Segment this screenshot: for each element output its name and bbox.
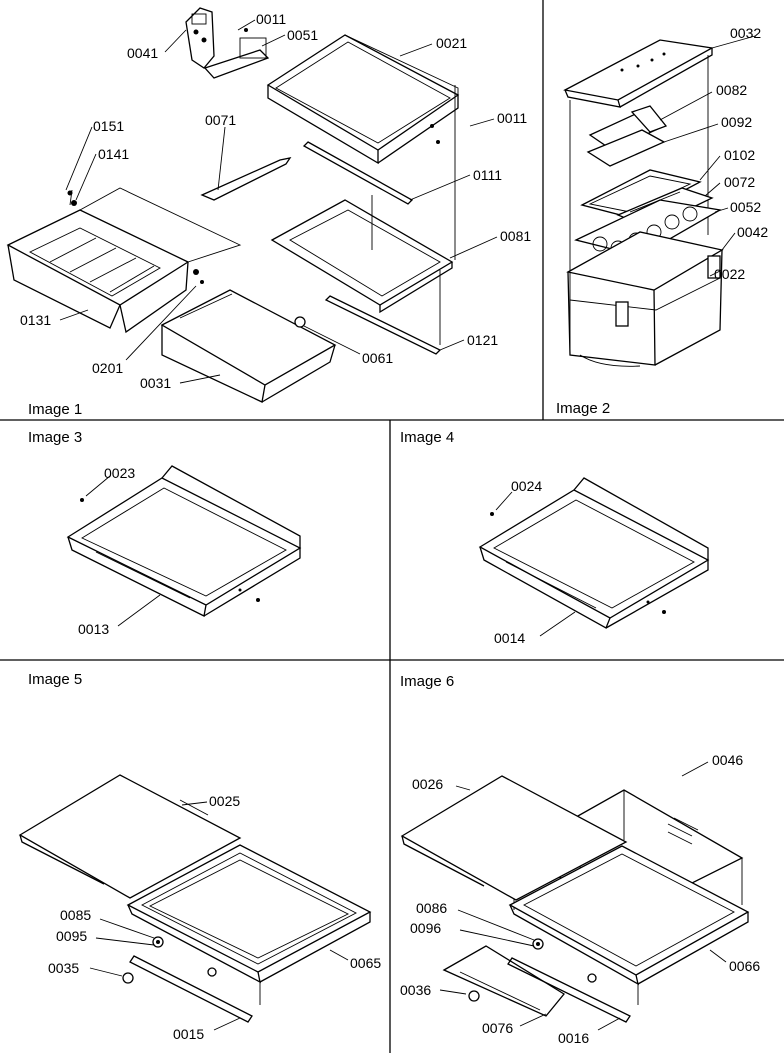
caption-image-5: Image 5 (28, 671, 82, 688)
image-2-drawing (563, 39, 724, 367)
label-0016: 0016 (558, 1030, 589, 1046)
label-0035: 0035 (48, 960, 79, 976)
leader-0024 (495, 491, 513, 511)
label-0072: 0072 (724, 174, 755, 190)
label-0051: 0051 (287, 27, 318, 43)
label-0081: 0081 (500, 228, 531, 244)
image-6-leaders (439, 761, 727, 1031)
image-1-labels: 0041 0011 0051 0021 0011 0151 0141 0071 … (20, 11, 531, 391)
label-0032: 0032 (730, 25, 761, 41)
label-0121: 0121 (467, 332, 498, 348)
label-0041: 0041 (127, 45, 158, 61)
caption-image-4: Image 4 (400, 429, 454, 446)
label-0042: 0042 (737, 224, 768, 240)
label-0092: 0092 (721, 114, 752, 130)
image-5-labels: 0025 0085 0095 0035 0065 0015 (48, 793, 381, 1042)
image-4-drawing (478, 477, 710, 629)
label-0066: 0066 (729, 958, 760, 974)
label-0111: 0111 (473, 167, 502, 183)
label-0065: 0065 (350, 955, 381, 971)
label-0131: 0131 (20, 312, 51, 328)
label-0095: 0095 (56, 928, 87, 944)
caption-image-6: Image 6 (400, 673, 454, 690)
caption-image-1: Image 1 (28, 401, 82, 418)
label-0022: 0022 (714, 266, 745, 282)
label-0076: 0076 (482, 1020, 513, 1036)
image-2-leaders (659, 35, 756, 277)
label-0023: 0023 (104, 465, 135, 481)
image-1-drawing (6, 7, 460, 403)
label-0085: 0085 (60, 907, 91, 923)
label-0082: 0082 (716, 82, 747, 98)
label-0201: 0201 (92, 360, 123, 376)
label-0102: 0102 (724, 147, 755, 163)
label-0013: 0013 (78, 621, 109, 637)
label-0036: 0036 (400, 982, 431, 998)
label-0015: 0015 (173, 1026, 204, 1042)
label-0141: 0141 (98, 146, 129, 162)
label-0011-top: 0011 (256, 11, 286, 27)
label-0024: 0024 (511, 478, 542, 494)
leader-0014 (539, 611, 576, 637)
label-0021: 0021 (436, 35, 467, 51)
label-0086: 0086 (416, 900, 447, 916)
label-0011-right: 0011 (497, 110, 527, 126)
image-5-leaders (89, 801, 349, 1031)
leader-0023 (85, 475, 111, 497)
label-0014: 0014 (494, 630, 525, 646)
label-0096: 0096 (410, 920, 441, 936)
label-0031: 0031 (140, 375, 171, 391)
image-5-drawing (18, 774, 372, 1023)
label-0025: 0025 (209, 793, 240, 809)
image-2-labels: 0032 0082 0092 0102 0072 0052 0042 0022 (714, 25, 768, 282)
image-1-leaders (59, 19, 498, 384)
leader-0013 (117, 594, 161, 627)
label-0046: 0046 (712, 752, 743, 768)
label-0026: 0026 (412, 776, 443, 792)
label-0061: 0061 (362, 350, 393, 366)
caption-image-2: Image 2 (556, 400, 610, 417)
caption-image-3: Image 3 (28, 429, 82, 446)
label-0052: 0052 (730, 199, 761, 215)
image-6-labels: 0026 0046 0086 0096 0036 0076 0016 0066 (400, 752, 760, 1046)
image-6-drawing (400, 775, 750, 1023)
label-0151: 0151 (93, 118, 124, 134)
image-3-drawing (66, 465, 302, 617)
label-0071: 0071 (205, 112, 236, 128)
